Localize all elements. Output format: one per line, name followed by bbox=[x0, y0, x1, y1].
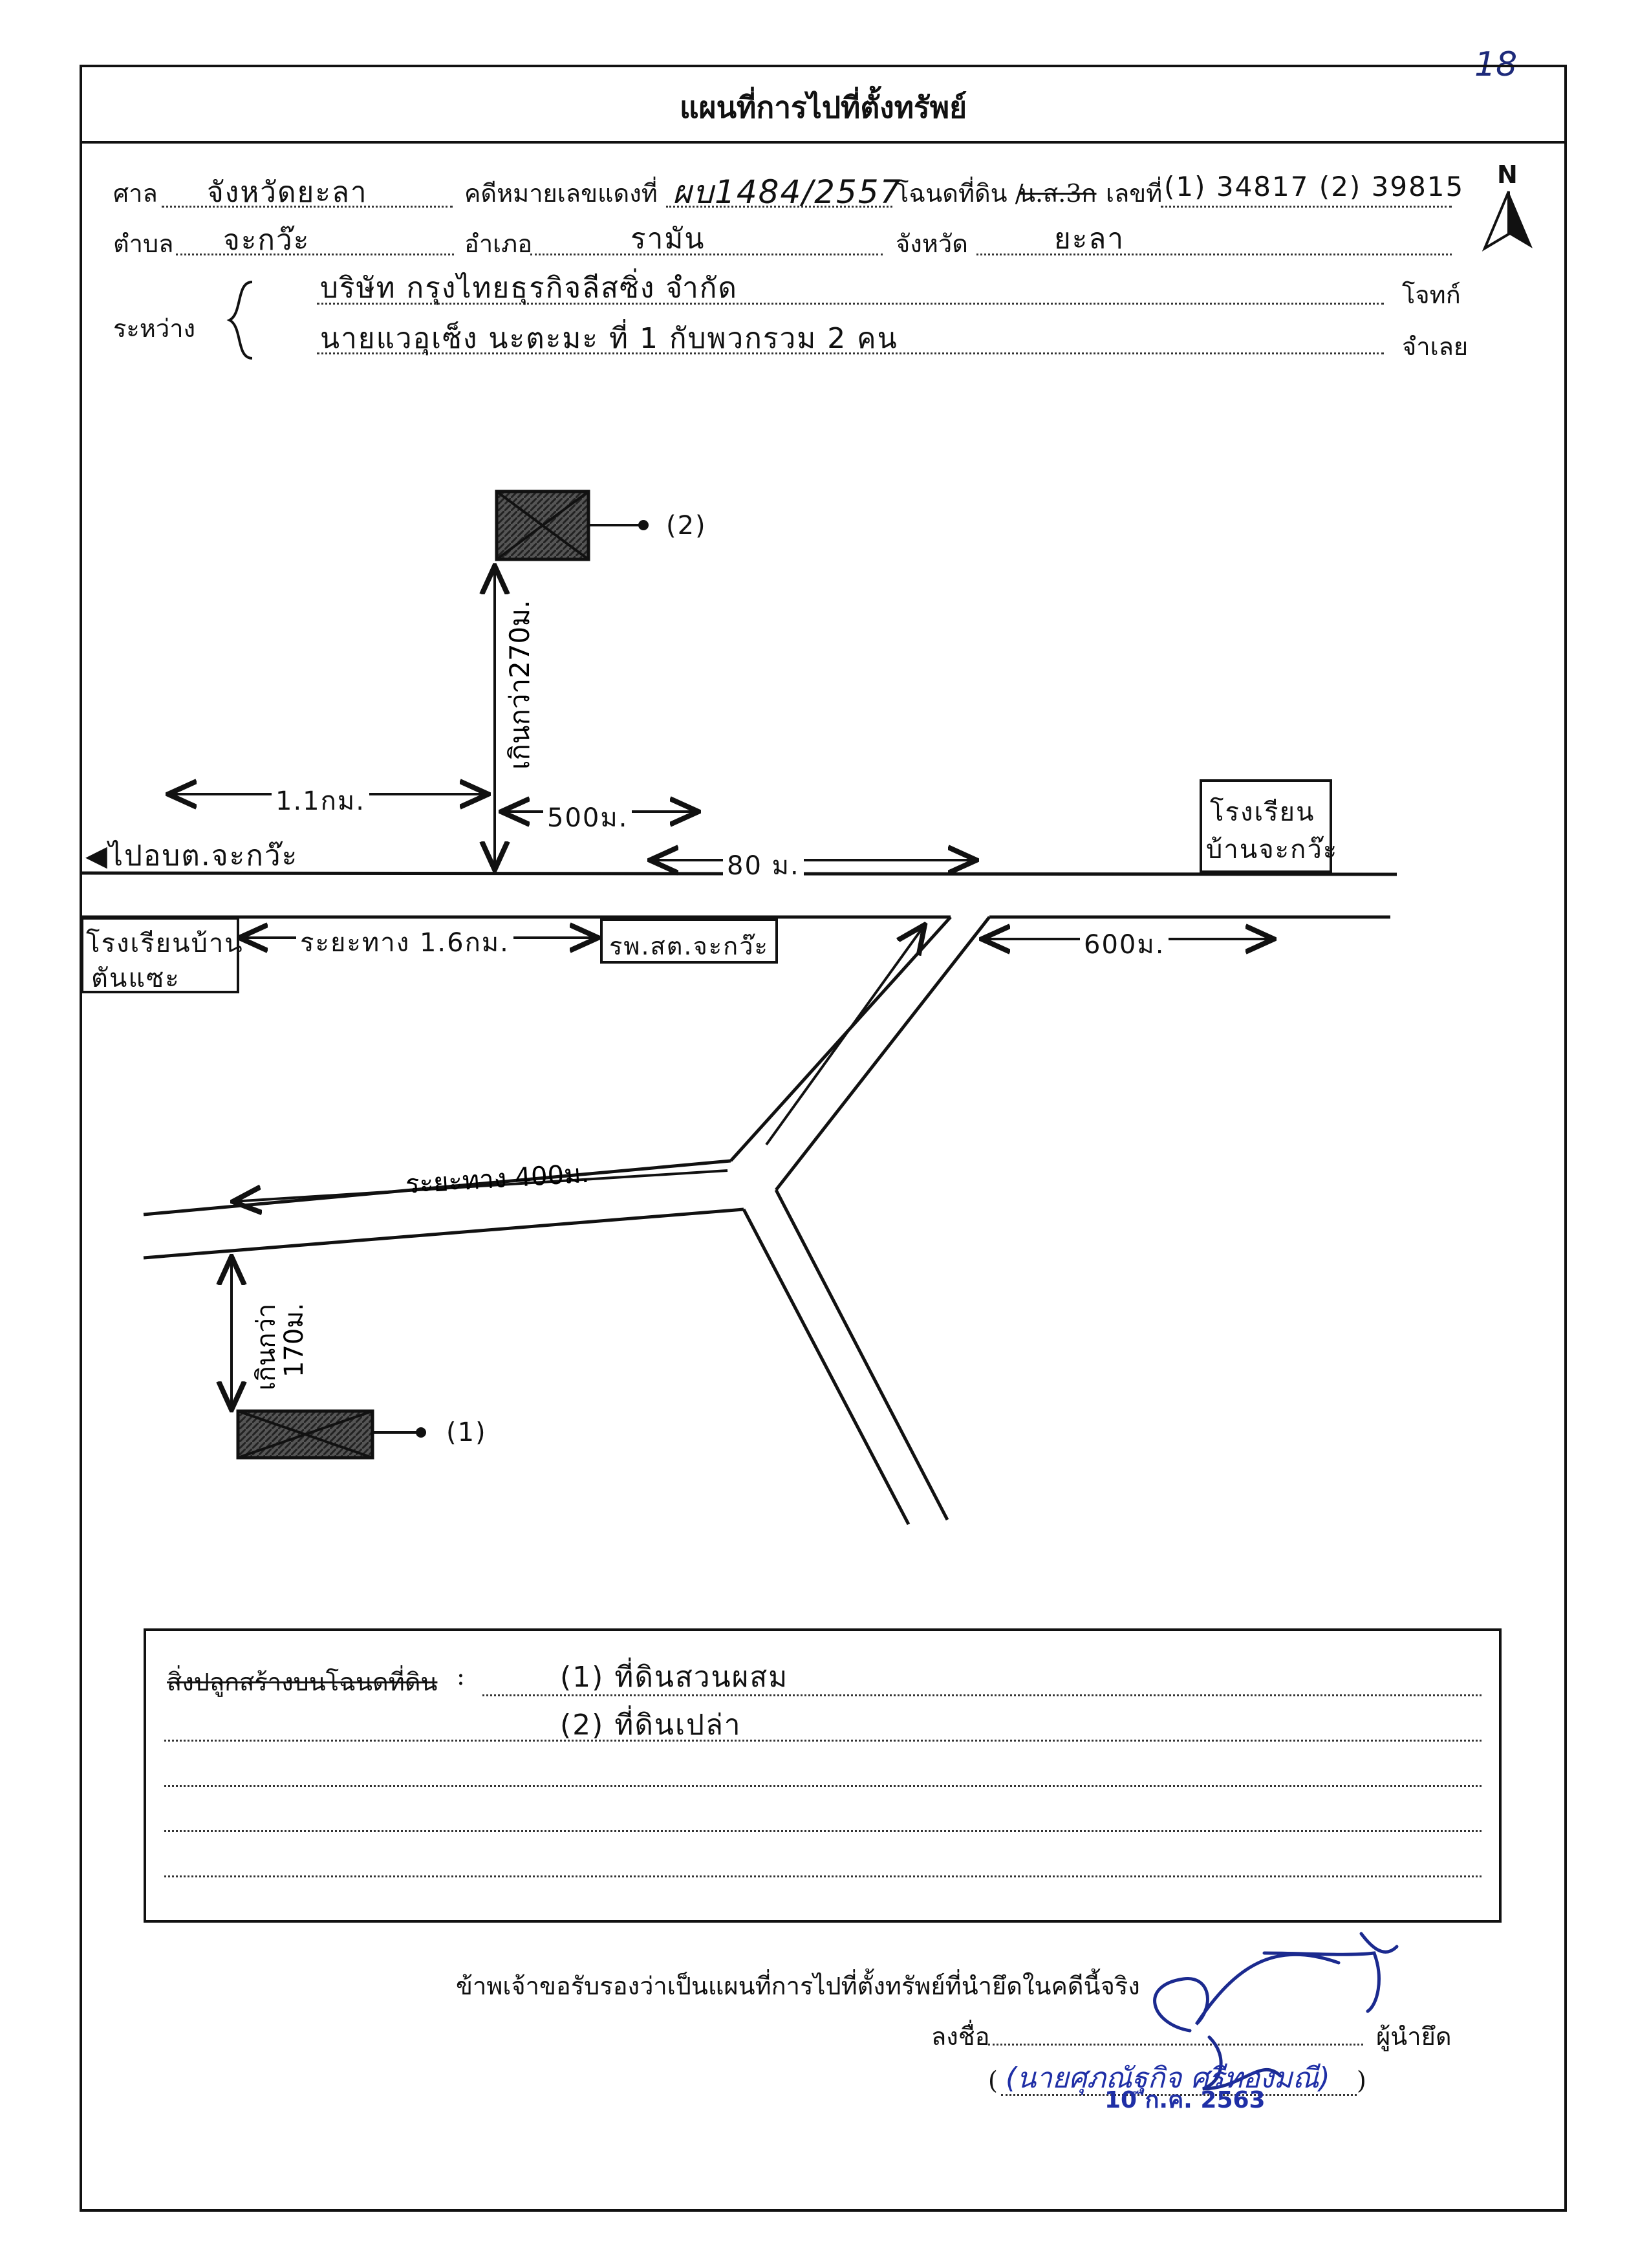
plaintiff-label: โจทก์ bbox=[1402, 281, 1461, 309]
dist-1-1km-label: 1.1กม. bbox=[272, 780, 369, 821]
document-frame bbox=[80, 65, 1567, 2212]
item-1: (1) ที่ดินสวนผสม bbox=[560, 1661, 789, 1694]
dist-170m-label-1: เกินกว่า bbox=[252, 1304, 281, 1390]
defendant-value: นายแวอุเซ็ง นะตะมะ ที่ 1 กับพวกรวม 2 คน bbox=[320, 322, 898, 355]
dist-1-6km-label: ระยะทาง 1.6กม. bbox=[296, 922, 513, 963]
subdistrict-value: จะกว๊ะ bbox=[223, 224, 310, 257]
court-value: จังหวัดยะลา bbox=[207, 176, 368, 209]
item-2: (2) ที่ดินเปล่า bbox=[560, 1709, 742, 1742]
plot-1-label: (1) bbox=[446, 1418, 487, 1447]
buildings-box: สิ่งปลูกสร้างบนโฉนดที่ดิน : (1) ที่ดินสว… bbox=[144, 1628, 1502, 1923]
between-brace bbox=[226, 281, 253, 360]
item-line-5 bbox=[164, 1875, 1482, 1877]
plaintiff-line bbox=[317, 303, 1384, 305]
subdistrict-label: ตำบล bbox=[113, 230, 174, 258]
school-tansae-line-1: โรงเรียนบ้าน bbox=[86, 929, 244, 958]
school-chakwa-box: โรงเรียน บ้านจะกว๊ะ bbox=[1200, 779, 1337, 873]
case-label: คดีหมายเลขแดงที่ bbox=[464, 179, 658, 208]
deed-label: โฉนดที่ดิน / bbox=[896, 179, 1024, 208]
title-bar: แผนที่การไปที่ตั้งทรัพย์ bbox=[80, 65, 1567, 144]
district-value: รามัน bbox=[630, 222, 706, 255]
case-line bbox=[666, 206, 892, 208]
defendant-label: จำเลย bbox=[1402, 332, 1469, 361]
hospital-box: รพ.สต.จะกว๊ะ bbox=[600, 918, 778, 964]
deed-struck: น.ส.3ก bbox=[1018, 179, 1097, 208]
certify-statement: ข้าพเจ้าขอรับรองว่าเป็นแผนที่การไปที่ตั้… bbox=[456, 1972, 1140, 2000]
date-stamp: 10 ก.ค. 2563 bbox=[1105, 2087, 1266, 2113]
dist-600m-label: 600ม. bbox=[1080, 923, 1169, 965]
arrow-to-junction bbox=[765, 925, 925, 1146]
signature-icon bbox=[1153, 1932, 1399, 2091]
province-label: จังหวัด bbox=[896, 230, 968, 258]
sign-label: ลงชื่อ bbox=[931, 2022, 990, 2051]
branch-road bbox=[143, 916, 991, 1526]
court-label: ศาล bbox=[113, 179, 158, 208]
school-tansae-box: โรงเรียนบ้าน ตันแซะ bbox=[81, 917, 242, 993]
between-label: ระหว่าง bbox=[113, 314, 196, 343]
school-chakwa-line-2: บ้านจะกว๊ะ bbox=[1206, 835, 1339, 865]
item-line-3 bbox=[164, 1785, 1482, 1787]
plot-2-marker bbox=[495, 490, 649, 561]
north-arrow-icon bbox=[1482, 191, 1533, 252]
name-line bbox=[1001, 2094, 1357, 2096]
north-label: N bbox=[1497, 160, 1518, 189]
province-line bbox=[976, 254, 1452, 255]
case-value: ผบ1484/2557 bbox=[673, 173, 902, 211]
school-tansae-line-2: ตันแซะ bbox=[91, 964, 180, 993]
item-line-1 bbox=[482, 1694, 1482, 1696]
close-paren: ) bbox=[1357, 2066, 1366, 2095]
item-line-2 bbox=[164, 1740, 1482, 1742]
item-line-4 bbox=[164, 1830, 1482, 1832]
plaintiff-value: บริษัท กรุงไทยธุรกิจลีสซิ่ง จำกัด bbox=[320, 272, 738, 305]
hospital-label: รพ.สต.จะกว๊ะ bbox=[609, 932, 769, 960]
deed-line bbox=[1161, 206, 1452, 208]
page-title: แผนที่การไปที่ตั้งทรัพย์ bbox=[679, 90, 967, 125]
seizer-label: ผู้นำยึด bbox=[1376, 2022, 1452, 2051]
open-paren: ( bbox=[988, 2066, 998, 2095]
arrow-400m bbox=[233, 1169, 728, 1202]
dist-400m-label: ระยะทาง 400ม. bbox=[405, 1159, 590, 1200]
deed-value: (1) 34817 (2) 39815 bbox=[1164, 171, 1465, 202]
buildings-colon: : bbox=[457, 1662, 465, 1690]
signature-line bbox=[988, 2044, 1363, 2046]
province-value: ยะลา bbox=[1054, 222, 1125, 255]
dist-500m-label: 500ม. bbox=[543, 797, 632, 838]
dist-80m-label: 80 ม. bbox=[723, 845, 804, 886]
plot-1-marker bbox=[236, 1409, 426, 1460]
subdistrict-line bbox=[176, 254, 454, 255]
signer-name: (นายศุภณัฐกิจ ศรีทองมณี) bbox=[1006, 2062, 1330, 2095]
dist-170m-label-2: 170ม. bbox=[279, 1303, 309, 1377]
district-label: อำเภอ bbox=[464, 230, 533, 258]
dist-north-label: เกินกว่า270ม. bbox=[504, 600, 535, 770]
plot-2-label: (2) bbox=[666, 511, 707, 541]
buildings-label: สิ่งปลูกสร้างบนโฉนดที่ดิน bbox=[167, 1668, 438, 1696]
to-obt-label: ◀ไปอบต.จะกว๊ะ bbox=[85, 839, 299, 872]
school-chakwa-line-1: โรงเรียน bbox=[1210, 797, 1315, 827]
district-line bbox=[530, 254, 883, 255]
defendant-line bbox=[317, 352, 1384, 354]
court-line bbox=[162, 206, 453, 208]
deed-no-label: เลขที่ bbox=[1106, 179, 1163, 208]
